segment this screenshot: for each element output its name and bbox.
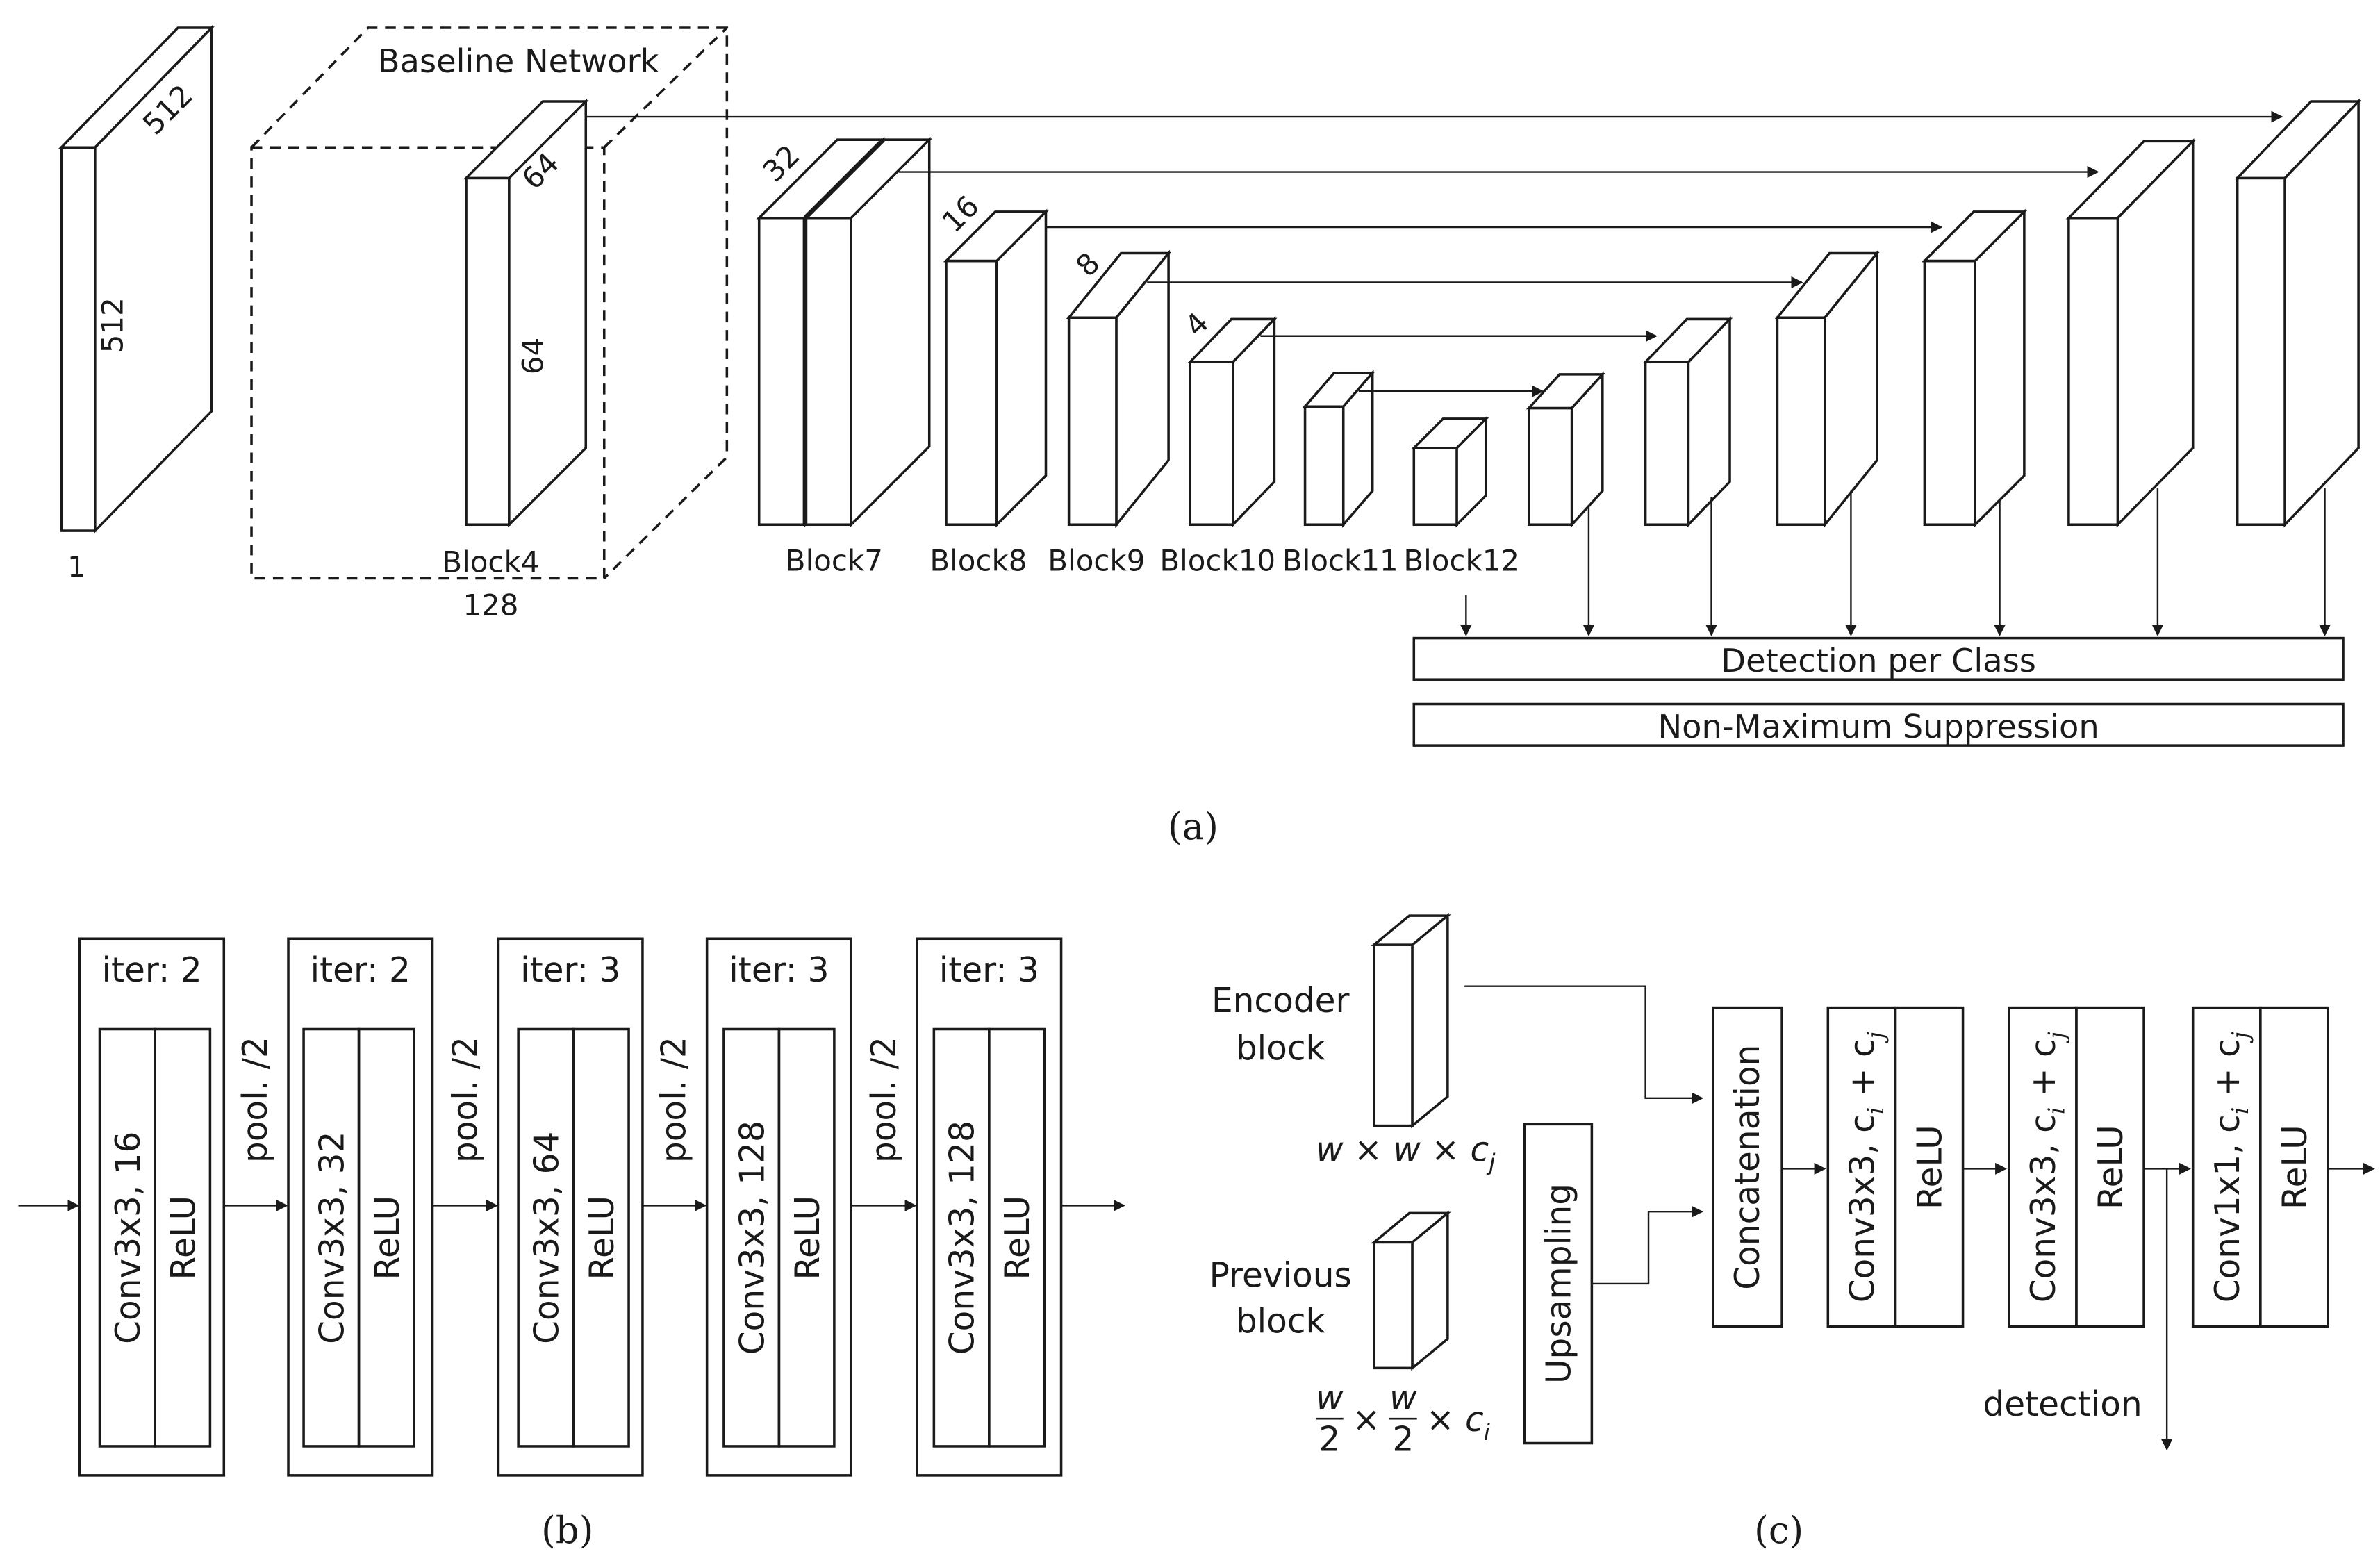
block4-slab <box>463 98 589 528</box>
panel-b-diagram <box>78 937 1063 1477</box>
input-channels: 1 <box>67 549 86 584</box>
previous-label-line1: Previous <box>1209 1256 1352 1295</box>
block4-name: Block4 <box>442 545 539 579</box>
caption-a: (a) <box>1168 806 1218 848</box>
nms-label: Non-Maximum Suppression <box>1658 708 2099 745</box>
block9-label: Block9 <box>1048 543 1145 577</box>
caption-b: (b) <box>541 1510 593 1552</box>
relu2-label: ReLU <box>2092 1125 2131 1209</box>
input-dim-side: 512 <box>96 297 130 353</box>
encoder-label-line2: block <box>1236 1029 1325 1068</box>
frac-num-2: w <box>1389 1379 1417 1418</box>
caption-c: (c) <box>1754 1510 1803 1552</box>
pool-label-2: pool. /2 <box>447 1036 486 1163</box>
stage-1-conv: Conv3x3, 16 <box>109 1132 148 1344</box>
block4-dim-side: 64 <box>515 338 549 374</box>
decoder-slab-5 <box>2065 138 2196 528</box>
frac-times: × <box>1353 1400 1381 1439</box>
encoder-dims: w × w × cj <box>1316 1130 1496 1175</box>
stage-4-iter: iter: 3 <box>729 951 829 990</box>
block12-label: Block12 <box>1403 543 1519 577</box>
relu3-label: ReLU <box>2276 1125 2315 1209</box>
stage-2-iter: iter: 2 <box>311 951 411 990</box>
input-slab <box>58 24 215 534</box>
block10-label: Block10 <box>1159 543 1275 577</box>
stage-4-relu: ReLU <box>788 1196 827 1280</box>
decoder-slab-1 <box>1526 371 1605 528</box>
encoder-block-slab <box>1370 913 1451 1129</box>
detection-arrows <box>1460 488 2331 636</box>
previous-label-line2: block <box>1236 1302 1325 1341</box>
skip-connections <box>586 110 2283 397</box>
stage-1-iter: iter: 2 <box>101 951 201 990</box>
block10-dim: 4 <box>1178 306 1216 343</box>
block9-slab <box>1066 249 1171 529</box>
block8-slab <box>943 208 1049 528</box>
block12-slab <box>1411 415 1489 528</box>
stage-4-conv: Conv3x3, 128 <box>733 1120 772 1355</box>
pool-label-1: pool. /2 <box>236 1036 275 1163</box>
concatenation-label: Concatenation <box>1728 1045 1767 1290</box>
previous-dims: × ci <box>1426 1400 1491 1446</box>
detection-output-label: detection <box>1983 1385 2142 1424</box>
stage-5-iter: iter: 3 <box>939 951 1039 990</box>
stage-5-relu: ReLU <box>998 1196 1037 1280</box>
decoder-slab-6 <box>2234 98 2362 528</box>
block4-channels: 128 <box>463 588 518 622</box>
conv2-label: Conv3x3, ci + cj <box>2024 1032 2069 1302</box>
nms-box <box>1412 702 2345 747</box>
detection-per-class-box <box>1412 636 2345 681</box>
stage-2-relu: ReLU <box>368 1196 407 1280</box>
concatenation-box <box>1711 1006 1783 1328</box>
conv1-label: Conv3x3, ci + cj <box>1844 1032 1889 1302</box>
pool-label-3: pool. /2 <box>655 1036 694 1163</box>
conv-relu-boxes <box>1826 1006 2329 1328</box>
pool-label-4: pool. /2 <box>865 1036 904 1163</box>
encoder-label-line1: Encoder <box>1212 982 1350 1020</box>
block11-label: Block11 <box>1282 543 1398 577</box>
decoder-slab-4 <box>1922 208 2028 528</box>
upsampling-label: Upsampling <box>1539 1184 1578 1384</box>
stage-1-relu: ReLU <box>164 1196 203 1280</box>
block8-label: Block8 <box>929 543 1027 577</box>
frac-num-1: w <box>1316 1379 1344 1418</box>
stage-5-conv: Conv3x3, 128 <box>943 1120 982 1355</box>
baseline-network-box <box>250 26 729 580</box>
decoder-slab-2 <box>1642 316 1733 528</box>
block11-slab <box>1302 369 1375 528</box>
baseline-network-label: Baseline Network <box>378 42 659 80</box>
stage-2-conv: Conv3x3, 32 <box>313 1132 352 1344</box>
detection-per-class-label: Detection per Class <box>1721 642 2036 679</box>
block7-label: Block7 <box>786 543 883 577</box>
previous-block-slab <box>1370 1210 1451 1371</box>
stage-3-iter: iter: 3 <box>520 951 620 990</box>
frac-den-2: 2 <box>1392 1421 1414 1459</box>
stage-3-relu: ReLU <box>583 1196 622 1280</box>
panel-c-arrows <box>1464 985 2375 1451</box>
block10-slab <box>1187 316 1278 528</box>
decoder-slab-3 <box>1774 249 1880 529</box>
relu1-label: ReLU <box>1911 1125 1950 1209</box>
stage-3-conv: Conv3x3, 64 <box>528 1132 567 1344</box>
block7-slab <box>756 136 932 528</box>
conv3-label: Conv1x1, ci + cj <box>2208 1032 2254 1302</box>
frac-den-1: 2 <box>1319 1421 1340 1459</box>
